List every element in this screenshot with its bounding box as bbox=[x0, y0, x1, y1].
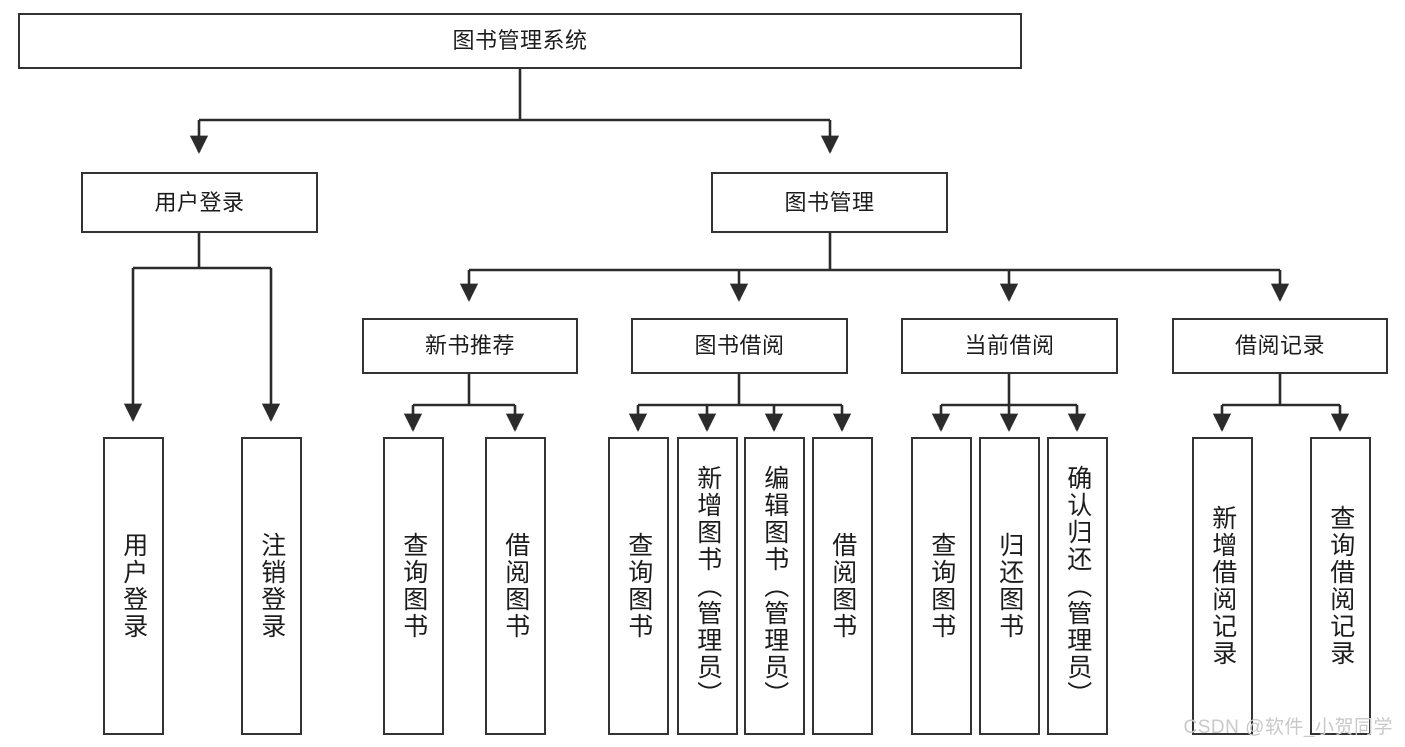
node-label: 注销登录 bbox=[257, 532, 286, 640]
node-borrow-record[interactable]: 借阅记录 bbox=[1172, 318, 1388, 374]
node-label: 编辑图书（管理员） bbox=[760, 464, 789, 708]
node-label: 借阅记录 bbox=[1234, 333, 1325, 359]
leaf-label-wrap: 归还图书 bbox=[981, 439, 1038, 733]
leaf-label-wrap: 新增借阅记录 bbox=[1194, 439, 1251, 733]
node-label: 归还图书 bbox=[995, 532, 1024, 640]
leaf-label-wrap: 用户登录 bbox=[105, 439, 162, 733]
node-label: 新增图书（管理员） bbox=[693, 464, 722, 708]
node-label: 查询图书 bbox=[624, 532, 653, 640]
node-new-book-recommend[interactable]: 新书推荐 bbox=[362, 318, 578, 374]
node-label: 查询借阅记录 bbox=[1326, 505, 1355, 667]
node-label: 查询图书 bbox=[399, 532, 428, 640]
leaf-label-wrap: 新增图书（管理员） bbox=[679, 439, 736, 733]
node-user-login[interactable]: 用户登录 bbox=[81, 172, 318, 233]
node-label: 借阅图书 bbox=[501, 532, 530, 640]
node-book-management[interactable]: 图书管理 bbox=[711, 172, 948, 233]
node-label: 借阅图书 bbox=[828, 532, 857, 640]
leaf-label-wrap: 编辑图书（管理员） bbox=[746, 439, 803, 733]
leaf-user-login-login[interactable]: 用户登录 bbox=[103, 437, 164, 735]
leaf-label-wrap: 查询图书 bbox=[610, 439, 667, 733]
leaf-label-wrap: 注销登录 bbox=[243, 439, 300, 733]
leaf-new-book-query-book[interactable]: 查询图书 bbox=[383, 437, 444, 735]
leaf-label-wrap: 确认归还（管理员） bbox=[1049, 439, 1106, 733]
leaf-user-login-logout[interactable]: 注销登录 bbox=[241, 437, 302, 735]
node-book-borrow[interactable]: 图书借阅 bbox=[631, 318, 848, 374]
node-label: 新书推荐 bbox=[424, 333, 515, 359]
node-label: 图书借阅 bbox=[694, 333, 785, 359]
node-label: 用户登录 bbox=[119, 532, 148, 640]
node-label: 图书管理 bbox=[784, 189, 875, 215]
leaf-borrow-borrow-book[interactable]: 借阅图书 bbox=[812, 437, 873, 735]
node-root-book-management-system[interactable]: 图书管理系统 bbox=[18, 13, 1022, 69]
node-label: 图书管理系统 bbox=[452, 28, 588, 54]
leaf-label-wrap: 查询图书 bbox=[913, 439, 970, 733]
leaf-label-wrap: 借阅图书 bbox=[487, 439, 544, 733]
leaf-label-wrap: 借阅图书 bbox=[814, 439, 871, 733]
node-current-borrow[interactable]: 当前借阅 bbox=[901, 318, 1118, 374]
leaf-label-wrap: 查询图书 bbox=[385, 439, 442, 733]
leaf-record-query-record[interactable]: 查询借阅记录 bbox=[1310, 437, 1371, 735]
leaf-current-confirm-return-admin[interactable]: 确认归还（管理员） bbox=[1047, 437, 1108, 735]
leaf-new-book-borrow-book[interactable]: 借阅图书 bbox=[485, 437, 546, 735]
csdn-watermark: CSDN @软件_小贺同学 bbox=[1183, 717, 1393, 738]
leaf-label-wrap: 查询借阅记录 bbox=[1312, 439, 1369, 733]
node-label: 确认归还（管理员） bbox=[1063, 464, 1092, 708]
leaf-borrow-edit-book-admin[interactable]: 编辑图书（管理员） bbox=[744, 437, 805, 735]
leaf-current-query-book[interactable]: 查询图书 bbox=[911, 437, 972, 735]
leaf-borrow-add-book-admin[interactable]: 新增图书（管理员） bbox=[677, 437, 738, 735]
node-label: 用户登录 bbox=[154, 189, 245, 215]
leaf-record-add-record[interactable]: 新增借阅记录 bbox=[1192, 437, 1253, 735]
leaf-borrow-query-book[interactable]: 查询图书 bbox=[608, 437, 669, 735]
leaf-current-return-book[interactable]: 归还图书 bbox=[979, 437, 1040, 735]
node-label: 新增借阅记录 bbox=[1208, 505, 1237, 667]
node-label: 当前借阅 bbox=[964, 333, 1055, 359]
node-label: 查询图书 bbox=[927, 532, 956, 640]
